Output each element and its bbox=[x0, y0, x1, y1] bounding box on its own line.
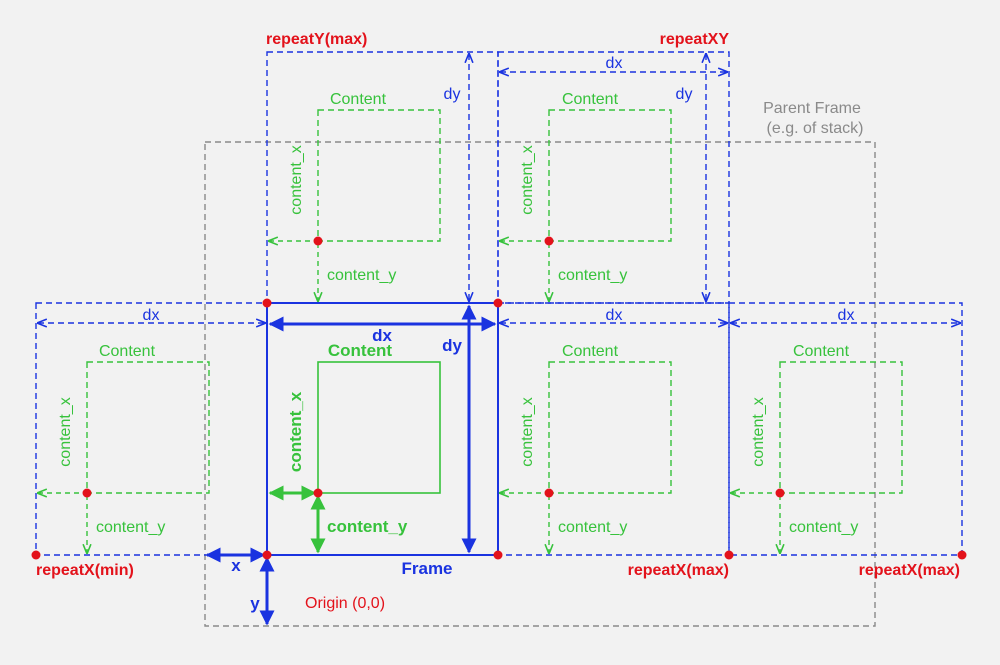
label-dx-right-2: dx bbox=[838, 307, 855, 324]
label-content-repeat-y: Content bbox=[330, 91, 387, 108]
content-origin-dot bbox=[775, 488, 785, 498]
label-content-y-repeat-xy: content_y bbox=[558, 267, 627, 284]
main-frame bbox=[266, 302, 499, 556]
repeated-content-y-arrows bbox=[87, 243, 780, 553]
label-content-repeat-x-max-2: Content bbox=[793, 343, 850, 360]
dy-dimension-lines bbox=[469, 54, 706, 301]
repeated-content-boxes bbox=[86, 109, 903, 494]
parent-frame bbox=[204, 141, 876, 627]
label-main-content-y: content_y bbox=[327, 517, 408, 536]
label-dx-right-1: dx bbox=[606, 307, 623, 324]
frame-repeat-xy bbox=[497, 51, 730, 304]
content-box-repeat-y-max bbox=[317, 109, 441, 242]
content-origin-dot bbox=[82, 488, 92, 498]
label-repeat-y-max: repeatY(max) bbox=[266, 31, 367, 48]
content-box-repeat-xy bbox=[548, 109, 672, 242]
anchor-dots bbox=[31, 236, 967, 560]
content-origin-dot bbox=[544, 488, 554, 498]
anchor-dot bbox=[262, 550, 272, 560]
label-content-x-repeat-x-max-2: content_x bbox=[750, 397, 767, 466]
content-box-repeat-x-max-1 bbox=[548, 361, 672, 494]
parent-frame-sublabel: (e.g. of stack) bbox=[767, 120, 864, 137]
label-main-dy: dy bbox=[442, 336, 462, 355]
dx-dimension-lines bbox=[38, 72, 960, 323]
parent-frame-label: Parent Frame bbox=[763, 100, 861, 117]
content-box-repeat-x-max-2 bbox=[779, 361, 903, 494]
label-main-content: Content bbox=[328, 341, 393, 360]
label-main-dx: dx bbox=[372, 326, 392, 345]
main-content-box bbox=[317, 361, 441, 494]
label-content-x-repeat-x-min: content_x bbox=[57, 397, 74, 466]
label-repeat-x-max-1: repeatX(max) bbox=[628, 562, 729, 579]
label-main-content-x: content_x bbox=[286, 391, 305, 472]
label-repeat-x-min: repeatX(min) bbox=[36, 562, 134, 579]
label-content-repeat-x-min: Content bbox=[99, 343, 156, 360]
label-y: y bbox=[250, 594, 260, 613]
label-dy-repeat-y: dy bbox=[444, 86, 461, 103]
anchor-dot bbox=[493, 298, 503, 308]
content-box-repeat-x-min bbox=[86, 361, 210, 494]
label-content-x-repeat-x-max-1: content_x bbox=[519, 397, 536, 466]
frame-repeat-x-max-2 bbox=[728, 302, 963, 556]
anchor-dot bbox=[957, 550, 967, 560]
content-origin-dot bbox=[313, 488, 323, 498]
label-content-y-repeat-y: content_y bbox=[327, 267, 396, 284]
label-dx-left: dx bbox=[143, 307, 160, 324]
anchor-dot bbox=[493, 550, 503, 560]
label-content-y-repeat-x-max-1: content_y bbox=[558, 519, 627, 536]
frame-repeat-y-max bbox=[266, 51, 499, 304]
content-origin-dot bbox=[544, 236, 554, 246]
label-dy-repeat-xy: dy bbox=[676, 86, 693, 103]
label-content-repeat-x-max-1: Content bbox=[562, 343, 619, 360]
label-content-x-repeat-xy: content_x bbox=[519, 145, 536, 214]
label-content-y-repeat-x-min: content_y bbox=[96, 519, 165, 536]
anchor-dot bbox=[31, 550, 41, 560]
label-repeat-x-max-2: repeatX(max) bbox=[859, 562, 960, 579]
content-origin-dot bbox=[313, 236, 323, 246]
label-frame: Frame bbox=[401, 559, 452, 578]
anchor-dot bbox=[724, 550, 734, 560]
label-dx-top: dx bbox=[606, 55, 623, 72]
repeated-content-x-arrows bbox=[38, 241, 778, 493]
anchor-dot bbox=[262, 298, 272, 308]
label-content-repeat-xy: Content bbox=[562, 91, 619, 108]
label-x: x bbox=[231, 556, 241, 575]
label-content-x-repeat-y: content_x bbox=[288, 145, 305, 214]
label-repeat-xy: repeatXY bbox=[660, 31, 730, 48]
label-content-y-repeat-x-max-2: content_y bbox=[789, 519, 858, 536]
label-origin: Origin (0,0) bbox=[305, 595, 385, 612]
frame-repeat-x-min bbox=[35, 302, 268, 556]
